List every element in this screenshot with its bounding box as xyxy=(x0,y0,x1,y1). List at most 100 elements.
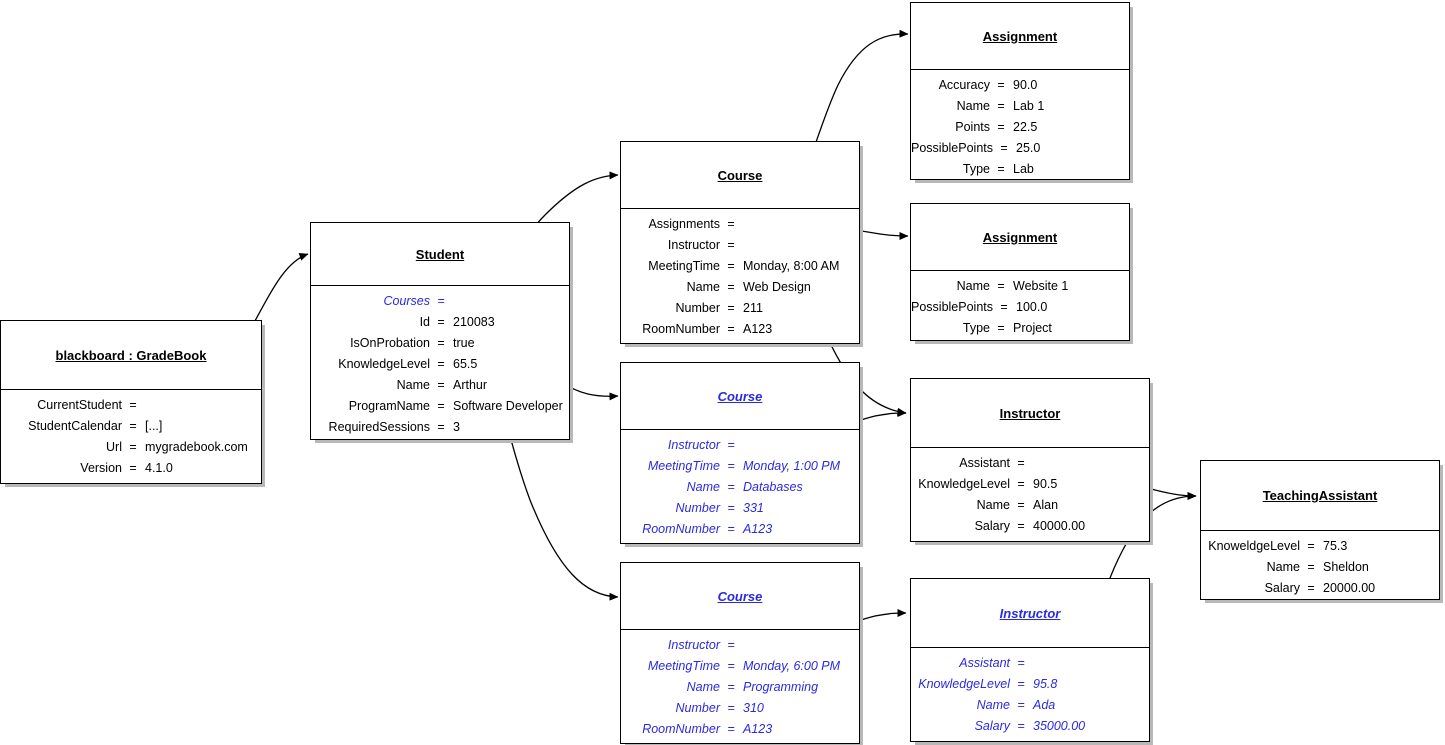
slot-key: Id xyxy=(419,315,430,329)
object-box-course3[interactable]: Course Instructor = MeetingTime = Monday… xyxy=(620,562,860,744)
slot-roomnumber: RoomNumber = A123 xyxy=(621,519,859,540)
slot-type: Type = Project xyxy=(911,318,1129,339)
object-slots-course2: Instructor = MeetingTime = Monday, 1:00 … xyxy=(621,430,859,544)
slot-name: Name = Ada xyxy=(911,695,1149,716)
object-box-course2[interactable]: Course Instructor = MeetingTime = Monday… xyxy=(620,362,860,544)
slot-studentcalendar: StudentCalendar = [...] xyxy=(1,416,261,437)
slot-number: Number = 211 xyxy=(621,298,859,319)
slot-equals: = xyxy=(1017,719,1025,733)
slot-equals: = xyxy=(727,259,735,273)
slot-accuracy: Accuracy = 90.0 xyxy=(911,75,1129,96)
slot-equals: = xyxy=(727,238,735,252)
object-slots-course3: Instructor = MeetingTime = Monday, 6:00 … xyxy=(621,630,859,744)
slot-equals: = xyxy=(727,301,735,315)
object-title-course3: Course xyxy=(717,588,763,604)
object-box-assignment1[interactable]: Assignment Accuracy = 90.0 Name = Lab 1 … xyxy=(910,2,1130,180)
slot-key: Name xyxy=(686,480,720,494)
slot-value: 20000.00 xyxy=(1323,581,1376,595)
slot-number: Number = 310 xyxy=(621,698,859,719)
slot-id: Id = 210083 xyxy=(311,312,569,333)
object-box-teachingassistant[interactable]: TeachingAssistant KnoweldgeLevel = 75.3 … xyxy=(1200,460,1440,600)
slot-name: Name = Alan xyxy=(911,495,1149,516)
slot-equals: = xyxy=(129,398,137,412)
slot-value: 40000.00 xyxy=(1033,519,1086,533)
slot-equals: = xyxy=(727,501,735,515)
slot-name: Name = Arthur xyxy=(311,375,569,396)
object-header-course1: Course xyxy=(621,142,859,209)
slot-isonprobation: IsOnProbation = true xyxy=(311,333,569,354)
slot-key: Instructor xyxy=(667,238,720,252)
slot-equals: = xyxy=(129,440,137,454)
slot-courses: Courses = xyxy=(311,291,569,312)
object-header-instructor2: Instructor xyxy=(911,579,1149,648)
object-slots-course1: Assignments = Instructor = MeetingTime =… xyxy=(621,209,859,344)
slot-equals: = xyxy=(727,438,735,452)
slot-requiredsessions: RequiredSessions = 3 xyxy=(311,417,569,438)
slot-equals: = xyxy=(437,399,445,413)
object-title-course2: Course xyxy=(717,388,763,404)
slot-key: Assistant xyxy=(959,656,1010,670)
object-box-gradebook[interactable]: blackboard : GradeBook CurrentStudent = … xyxy=(0,320,262,484)
slot-key: Name xyxy=(976,698,1010,712)
object-header-gradebook: blackboard : GradeBook xyxy=(1,321,261,390)
slot-instructor: Instructor = xyxy=(621,435,859,456)
slot-equals: = xyxy=(727,217,735,231)
slot-key: Name xyxy=(686,280,720,294)
object-box-student[interactable]: Student Courses = Id = 210083 IsOnProbat… xyxy=(310,222,570,440)
slot-key: Points xyxy=(955,120,990,134)
slot-key: RequiredSessions xyxy=(328,420,430,434)
slot-assistant: Assistant = xyxy=(911,653,1149,674)
slot-key: Instructor xyxy=(667,638,720,652)
slot-value: 4.1.0 xyxy=(145,461,173,475)
slot-value: A123 xyxy=(743,722,773,736)
slot-key: Assistant xyxy=(959,456,1010,470)
slot-key: Type xyxy=(962,162,990,176)
slot-equals: = xyxy=(997,321,1005,335)
slot-equals: = xyxy=(997,120,1005,134)
slot-value: Project xyxy=(1013,321,1052,335)
slot-key: Name xyxy=(1266,560,1300,574)
object-slots-student: Courses = Id = 210083 IsOnProbation = tr… xyxy=(311,286,569,442)
object-box-instructor2[interactable]: Instructor Assistant = KnowledgeLevel = … xyxy=(910,578,1150,742)
slot-equals: = xyxy=(437,357,445,371)
slot-salary: Salary = 40000.00 xyxy=(911,516,1149,537)
slot-roomnumber: RoomNumber = A123 xyxy=(621,719,859,740)
slot-value: A123 xyxy=(743,322,773,336)
slot-equals: = xyxy=(1017,656,1025,670)
object-title-instructor2: Instructor xyxy=(999,605,1061,621)
slot-key: CurrentStudent xyxy=(37,398,122,412)
slot-equals: = xyxy=(1017,698,1025,712)
slot-equals: = xyxy=(1017,477,1025,491)
object-header-instructor1: Instructor xyxy=(911,379,1149,448)
object-header-assignment2: Assignment xyxy=(911,204,1129,271)
slot-equals: = xyxy=(997,162,1005,176)
slot-instructor: Instructor = xyxy=(621,635,859,656)
slot-value: Web Design xyxy=(743,280,811,294)
slot-key: Type xyxy=(962,321,990,335)
slot-equals: = xyxy=(727,522,735,536)
slot-key: PossiblePoints xyxy=(911,141,993,155)
slot-equals: = xyxy=(997,78,1005,92)
slot-key: RoomNumber xyxy=(642,322,720,336)
slot-key: Number xyxy=(675,301,720,315)
slot-value: 75.3 xyxy=(1323,539,1348,553)
slot-equals: = xyxy=(1307,560,1315,574)
slot-assistant: Assistant = xyxy=(911,453,1149,474)
slot-meetingtime: MeetingTime = Monday, 8:00 AM xyxy=(621,256,859,277)
slot-knowledgelevel: KnowledgeLevel = 95.8 xyxy=(911,674,1149,695)
object-box-instructor1[interactable]: Instructor Assistant = KnowledgeLevel = … xyxy=(910,378,1150,542)
object-header-student: Student xyxy=(311,223,569,286)
slot-equals: = xyxy=(727,322,735,336)
object-box-assignment2[interactable]: Assignment Name = Website 1 PossiblePoin… xyxy=(910,203,1130,341)
object-box-course1[interactable]: Course Assignments = Instructor = Meetin… xyxy=(620,141,860,344)
slot-value: [...] xyxy=(145,419,163,433)
slot-key: Accuracy xyxy=(938,78,990,92)
slot-salary: Salary = 35000.00 xyxy=(911,716,1149,737)
slot-value: 211 xyxy=(743,301,763,315)
slot-value: 95.8 xyxy=(1033,677,1058,691)
slot-value: Arthur xyxy=(453,378,488,392)
object-header-course2: Course xyxy=(621,363,859,430)
slot-version: Version = 4.1.0 xyxy=(1,458,261,479)
slot-value: Lab 1 xyxy=(1013,99,1045,113)
